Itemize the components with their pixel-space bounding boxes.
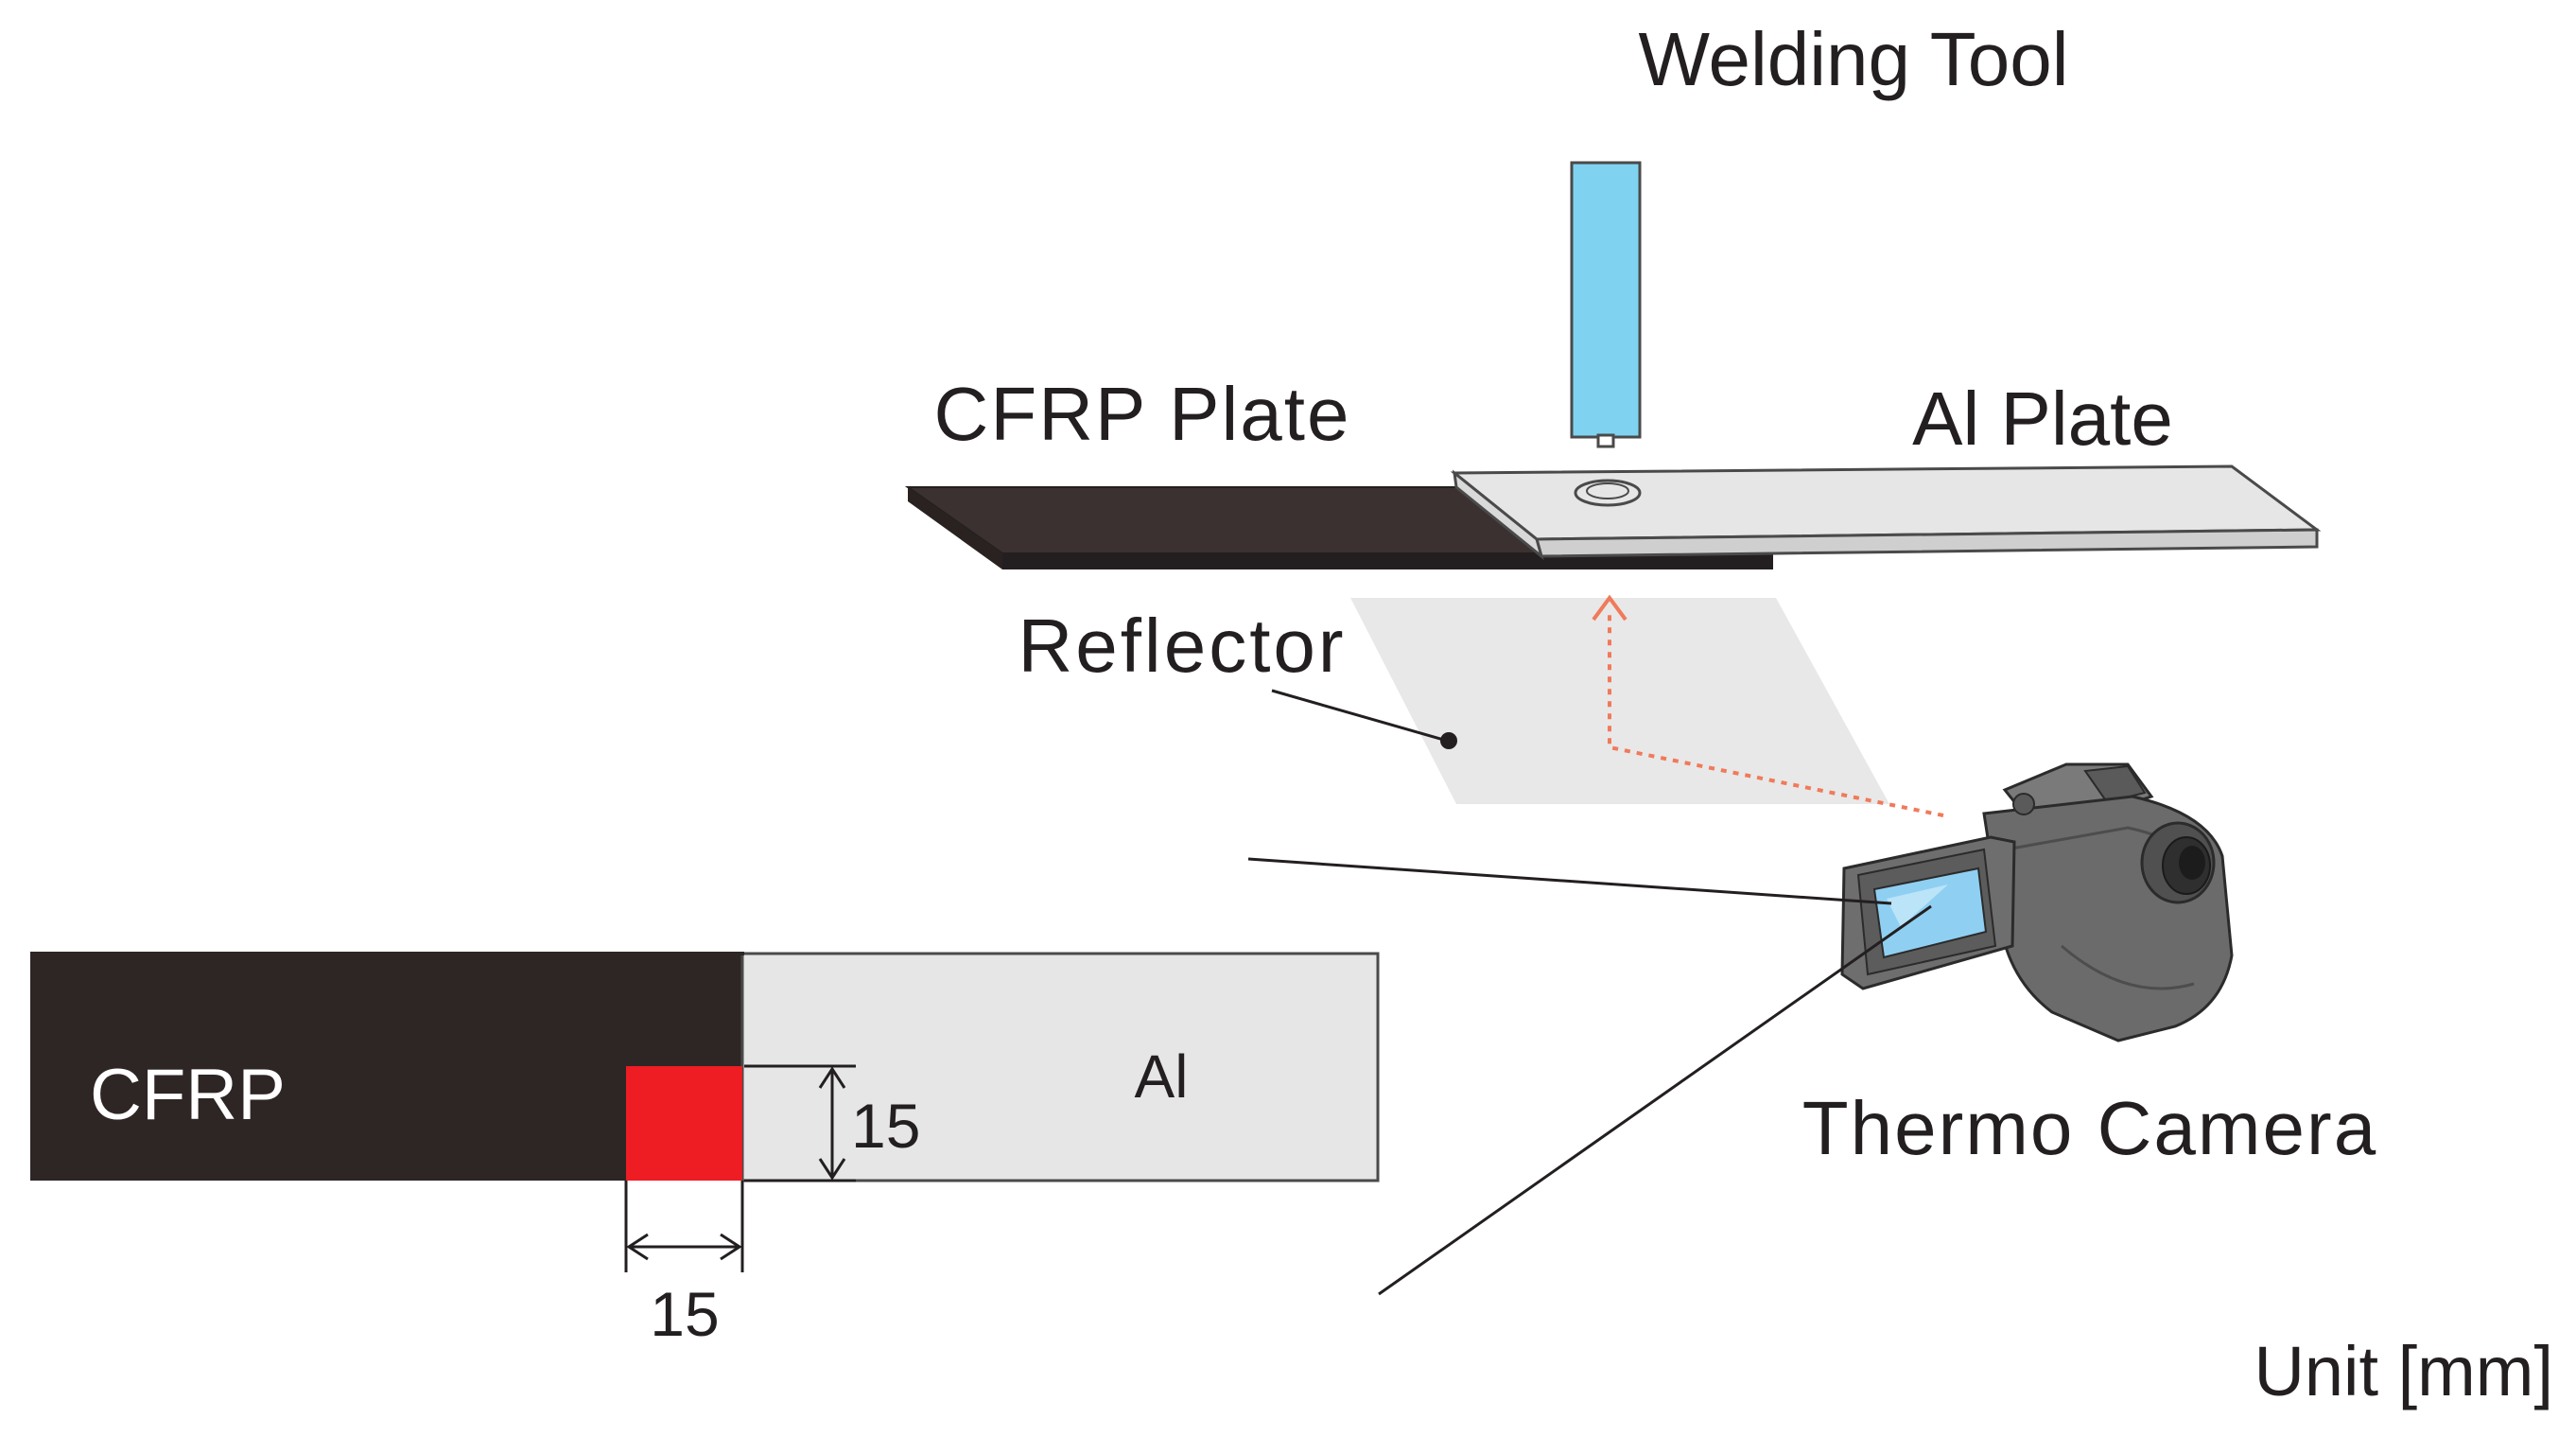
cfrp-region-label: CFRP [90, 1055, 286, 1135]
reflector-label: Reflector [1018, 604, 1346, 688]
cfrp-region [30, 954, 744, 1181]
infrared-arrowhead-icon [1592, 594, 1627, 622]
camera-screen [1872, 867, 1988, 959]
projection-line-upper [1247, 857, 1892, 905]
cfrp-plate-label: CFRP Plate [934, 372, 1351, 456]
vertical-dimension-value: 15 [851, 1091, 920, 1161]
al-region-label: Al [1135, 1042, 1189, 1111]
thermo-camera-icon [1840, 762, 2234, 1042]
vertical-dimension [744, 1064, 856, 1182]
reflector [1350, 598, 1889, 804]
horizontal-dimension-value: 15 [650, 1279, 719, 1349]
infrared-path [1608, 610, 1944, 817]
projection-line-lower [1378, 904, 1932, 1296]
al-plate-label: Al Plate [1912, 377, 2173, 461]
unit-label: Unit [mm] [2254, 1332, 2553, 1410]
weld-spot-icon [1574, 479, 1642, 507]
reflector-leader-line [1271, 689, 1448, 743]
al-plate [1450, 464, 2322, 561]
horizontal-dimension [624, 1181, 744, 1272]
thermo-camera-label: Thermo Camera [1802, 1086, 2377, 1170]
measurement-area [626, 1066, 742, 1181]
reflector-leader-dot [1440, 732, 1457, 749]
welding-tool [1570, 161, 1642, 448]
welding-tool-label: Welding Tool [1638, 17, 2068, 101]
